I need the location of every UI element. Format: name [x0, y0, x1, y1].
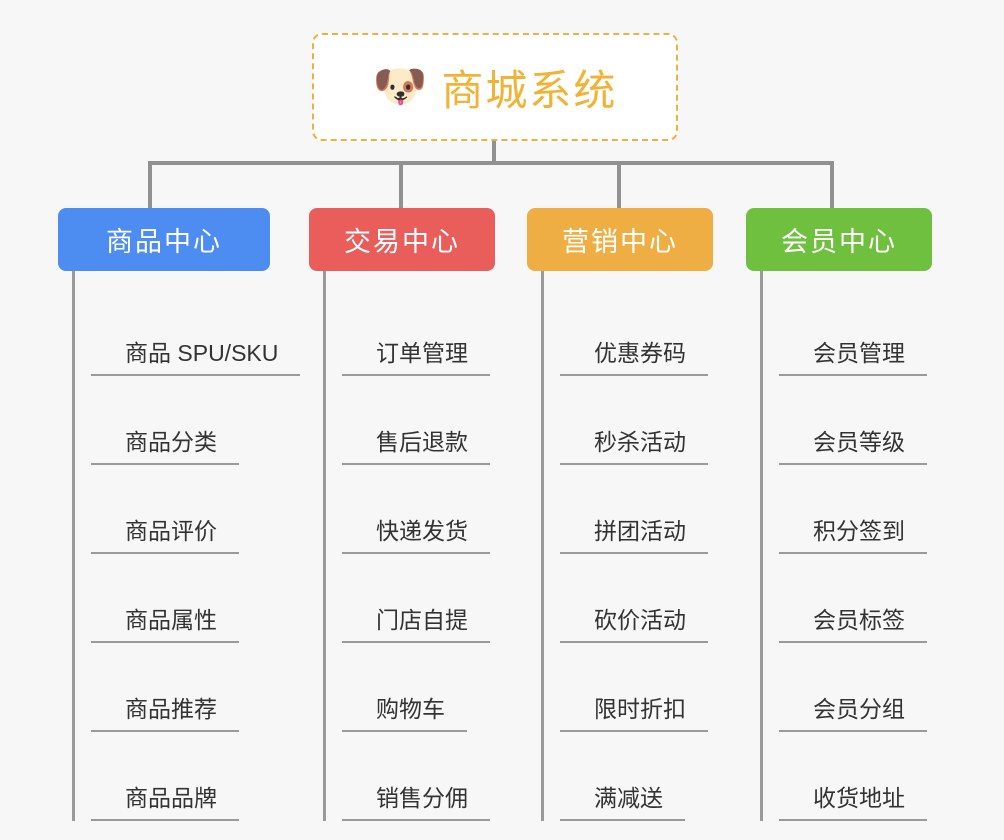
list-item[interactable]: 门店自提	[342, 554, 521, 643]
list-item[interactable]: 限时折扣	[560, 643, 739, 732]
list-item[interactable]: 秒杀活动	[560, 376, 739, 465]
branch-header-label-1: 商品中心	[106, 227, 222, 257]
leaf-label: 售后退款	[342, 423, 490, 465]
list-item[interactable]: 商品 SPU/SKU	[91, 287, 301, 376]
branch-column-1: 商品中心 商品 SPU/SKU 商品分类 商品评价 商品属性 商品推荐 商品品牌	[58, 208, 301, 821]
leaf-label: 会员管理	[779, 334, 927, 376]
list-item[interactable]: 商品品牌	[91, 732, 270, 821]
branch-header-2[interactable]: 交易中心	[309, 208, 495, 271]
list-item[interactable]: 快递发货	[342, 465, 521, 554]
list-item[interactable]: 会员分组	[779, 643, 958, 732]
list-item[interactable]: 商品评价	[91, 465, 270, 554]
leaf-label: 会员标签	[779, 601, 927, 643]
branch-column-4: 会员中心 会员管理 会员等级 积分签到 会员标签 会员分组 收货地址	[746, 208, 958, 821]
branch-header-label-3: 营销中心	[562, 227, 678, 257]
leaf-label: 商品评价	[91, 512, 239, 554]
branch-header-label-4: 会员中心	[781, 227, 897, 257]
leaf-label: 满减送	[560, 779, 685, 821]
list-item[interactable]: 商品推荐	[91, 643, 270, 732]
leaf-label: 会员等级	[779, 423, 927, 465]
leaf-label: 购物车	[342, 690, 467, 732]
branch-header-4[interactable]: 会员中心	[746, 208, 932, 271]
branch-column-2: 交易中心 订单管理 售后退款 快递发货 门店自提 购物车 销售分佣	[309, 208, 521, 821]
connector-horizontal-bus	[148, 161, 834, 165]
leaf-label: 优惠券码	[560, 334, 708, 376]
shiba-dog-face-icon: 🐶	[372, 62, 428, 111]
branch-column-3: 营销中心 优惠券码 秒杀活动 拼团活动 砍价活动 限时折扣 满减送	[527, 208, 739, 821]
list-item[interactable]: 销售分佣	[342, 732, 521, 821]
list-item[interactable]: 会员等级	[779, 376, 958, 465]
leaf-label: 积分签到	[779, 512, 927, 554]
branch-header-label-2: 交易中心	[344, 227, 460, 257]
leaf-label: 会员分组	[779, 690, 927, 732]
leaf-label: 商品 SPU/SKU	[91, 334, 301, 376]
list-item[interactable]: 会员标签	[779, 554, 958, 643]
leaf-label: 商品品牌	[91, 779, 239, 821]
leaf-label: 商品推荐	[91, 690, 239, 732]
list-item[interactable]: 商品属性	[91, 554, 270, 643]
leaf-label: 秒杀活动	[560, 423, 708, 465]
leaf-label: 快递发货	[342, 512, 490, 554]
list-item[interactable]: 订单管理	[342, 287, 521, 376]
leaf-label: 收货地址	[779, 779, 927, 821]
leaf-list-2: 订单管理 售后退款 快递发货 门店自提 购物车 销售分佣	[323, 271, 521, 821]
list-item[interactable]: 会员管理	[779, 287, 958, 376]
root-node[interactable]: 🐶 商城系统	[312, 33, 678, 141]
root-title: 商城系统	[441, 66, 618, 114]
leaf-label: 拼团活动	[560, 512, 708, 554]
list-item[interactable]: 商品分类	[91, 376, 270, 465]
leaf-label: 商品分类	[91, 423, 239, 465]
connector-drop-4	[830, 161, 834, 208]
list-item[interactable]: 收货地址	[779, 732, 958, 821]
list-item[interactable]: 售后退款	[342, 376, 521, 465]
leaf-label: 销售分佣	[342, 779, 490, 821]
leaf-label: 门店自提	[342, 601, 490, 643]
connector-drop-2	[399, 161, 403, 208]
connector-drop-3	[617, 161, 621, 208]
list-item[interactable]: 拼团活动	[560, 465, 739, 554]
leaf-label: 订单管理	[342, 334, 490, 376]
branch-header-3[interactable]: 营销中心	[527, 208, 713, 271]
leaf-label: 商品属性	[91, 601, 239, 643]
connector-root-stem	[492, 141, 496, 164]
branch-header-1[interactable]: 商品中心	[58, 208, 270, 271]
leaf-list-4: 会员管理 会员等级 积分签到 会员标签 会员分组 收货地址	[760, 271, 958, 821]
leaf-label: 砍价活动	[560, 601, 708, 643]
list-item[interactable]: 满减送	[560, 732, 739, 821]
list-item[interactable]: 砍价活动	[560, 554, 739, 643]
list-item[interactable]: 购物车	[342, 643, 521, 732]
list-item[interactable]: 优惠券码	[560, 287, 739, 376]
list-item[interactable]: 积分签到	[779, 465, 958, 554]
leaf-list-1: 商品 SPU/SKU 商品分类 商品评价 商品属性 商品推荐 商品品牌	[72, 271, 301, 821]
connector-drop-1	[148, 161, 152, 208]
leaf-label: 限时折扣	[560, 690, 708, 732]
leaf-list-3: 优惠券码 秒杀活动 拼团活动 砍价活动 限时折扣 满减送	[541, 271, 739, 821]
